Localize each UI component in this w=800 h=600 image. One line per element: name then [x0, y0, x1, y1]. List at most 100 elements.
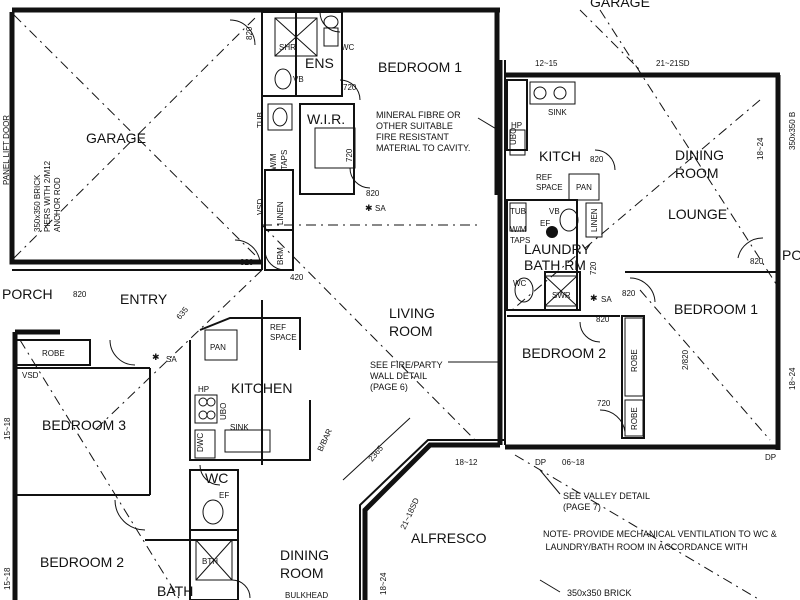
dim-06-18: 06~18 [562, 458, 585, 467]
dim-720-d: 720 [597, 399, 611, 408]
dim-820-e: 820 [590, 155, 604, 164]
label-bedroom-2-right: BEDROOM 2 [522, 345, 606, 361]
dim-720-b: 720 [345, 148, 354, 162]
fixtures [194, 15, 644, 581]
fx-vb: VB [293, 75, 304, 84]
dim-635: 635 [175, 305, 191, 321]
fx-hp-r: HP [511, 121, 522, 130]
dim-820-d: 820 [73, 290, 87, 299]
fx-dwc-l: DWC [196, 433, 205, 452]
dim-820-h: 820 [596, 315, 610, 324]
label-porch-right: POR [782, 247, 800, 263]
fx-wc-ens: WC [341, 43, 355, 52]
svg-text:✱: ✱ [152, 352, 160, 362]
label-porch: PORCH [2, 286, 53, 302]
fx-sink-l: SINK [230, 423, 249, 432]
sa-markers: ✱ ✱ ✱ [152, 203, 598, 362]
fx-sa-1: SA [375, 204, 386, 213]
dim-820-c: 820 [240, 258, 254, 267]
label-lounge: LOUNGE [668, 206, 727, 222]
fx-tub: TUB [256, 112, 265, 128]
fx-shr: SHR [279, 43, 296, 52]
label-bedroom-1: BEDROOM 1 [378, 59, 462, 75]
fx-tub-r: TUB [510, 207, 526, 216]
label-bath: BATH [157, 583, 193, 599]
dim-21-18sd: 21~18SD [399, 496, 421, 530]
fx-ef-l: EF [219, 491, 229, 500]
fx-robe-r2: ROBE [630, 407, 639, 430]
fx-robe-l: ROBE [42, 349, 65, 358]
svg-text:✱: ✱ [590, 293, 598, 303]
fx-bth-l: BTH [202, 557, 218, 566]
fx-ubo-l: UBO [219, 403, 228, 420]
label-garage: GARAGE [86, 130, 146, 146]
label-entry: ENTRY [120, 291, 168, 307]
dim-820-g: 820 [622, 289, 636, 298]
label-alfresco: ALFRESCO [411, 530, 487, 546]
note-brick-bottom: 350x350 BRICK [567, 588, 632, 598]
dim-720-c: 720 [589, 261, 598, 275]
dim-18-12: 18~12 [455, 458, 478, 467]
dim-820-f: 820 [750, 257, 764, 266]
fx-robe-r: ROBE [630, 349, 639, 372]
hip-lines [13, 9, 781, 600]
fx-sa-3: SA [166, 355, 177, 364]
fx-sa-2: SA [601, 295, 612, 304]
label-ens: ENS [305, 55, 334, 71]
dim-18-24-c: 18~24 [379, 572, 388, 595]
label-garage-right: GARAGE [590, 0, 650, 10]
dim-12-15: 12~15 [535, 59, 558, 68]
fx-hp-l: HP [198, 385, 209, 394]
fx-wc-r: WC [513, 279, 527, 288]
label-wc: WC [205, 470, 228, 486]
fx-wm: W/M [269, 153, 278, 170]
fx-linen-r: LINEN [590, 208, 599, 232]
leader-lines [342, 117, 561, 593]
dim-2365: 2365 [367, 443, 386, 463]
door-swings [109, 11, 764, 599]
fx-taps: TAPS [280, 150, 289, 170]
dim-820-b: 820 [366, 189, 380, 198]
label-wir: W.I.R. [307, 111, 345, 127]
dim-18-24-b: 18~24 [788, 367, 797, 390]
dim-420: 420 [290, 273, 304, 282]
fx-vsd-top: VSD [256, 198, 265, 215]
fx-ubo-r: UBO [509, 128, 518, 145]
svg-text:✱: ✱ [365, 203, 373, 213]
fx-pan-l: PAN [210, 343, 226, 352]
label-kitch-right: KITCH [539, 148, 581, 164]
dim-15-18-b: 15~18 [3, 567, 12, 590]
fx-vb-r: VB [549, 207, 560, 216]
fx-sink-r: SINK [548, 108, 567, 117]
dim-820-a: 820 [245, 26, 254, 40]
fx-vsd-l: VSD [22, 371, 39, 380]
label-bedroom-1-right: BEDROOM 1 [674, 301, 758, 317]
dim-720-a: 720 [343, 83, 357, 92]
label-bedroom-3: BEDROOM 3 [42, 417, 126, 433]
fx-wm-r: W/M [510, 225, 527, 234]
dim-dp-a: DP [535, 458, 546, 467]
dim-15-18-a: 15~18 [3, 417, 12, 440]
note-valley: SEE VALLEY DETAIL(PAGE 7) [563, 491, 650, 512]
fx-bth-r: SWR [552, 291, 571, 300]
label-bedroom-2: BEDROOM 2 [40, 554, 124, 570]
note-brick-piers: 350x350 BRICKPIERS WITH 2/M12ANCHOR ROD [33, 160, 62, 232]
fx-taps-r: TAPS [510, 236, 530, 245]
note-panel-lift-door: PANEL LIFT DOOR [2, 115, 11, 185]
note-bulkhead: BULKHEAD [285, 591, 328, 600]
dim-dp-b: DP [765, 453, 776, 462]
walls-right-unit [505, 72, 781, 450]
note-brick-right: 350x350 B [788, 112, 797, 150]
dim-2-820: 2/820 [681, 349, 690, 370]
fx-brm: BRM [276, 247, 285, 265]
